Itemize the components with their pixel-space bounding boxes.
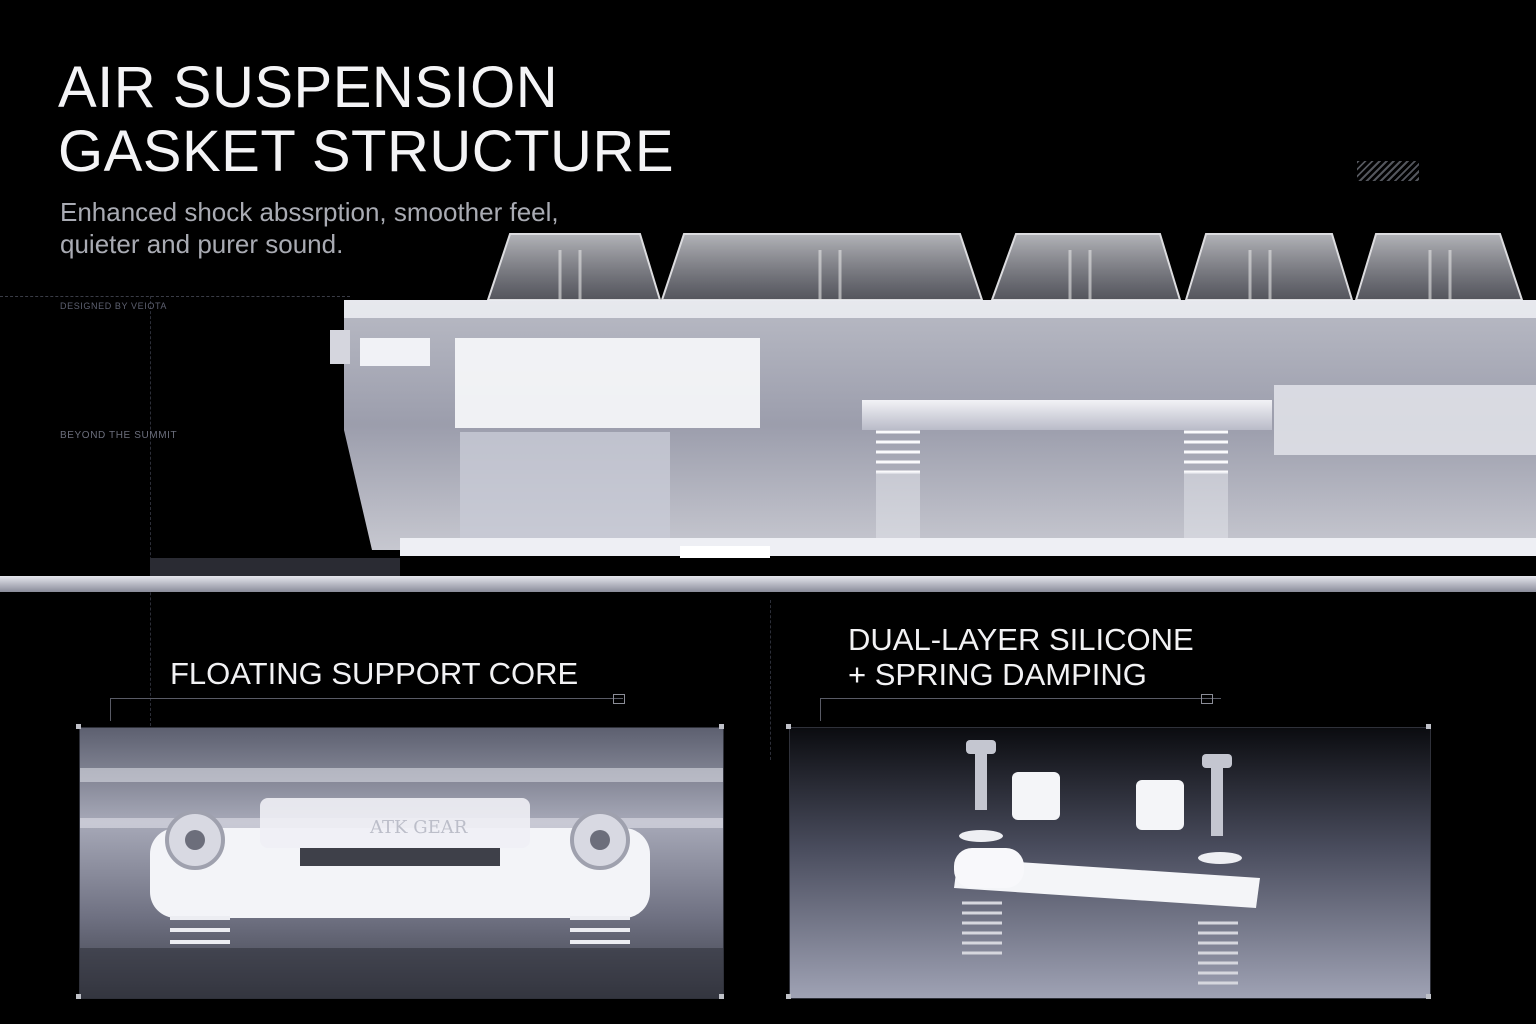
guide-line-horizontal [0,296,350,297]
bracket-corner-icon [110,698,623,721]
hatch-pattern-icon [1357,161,1419,181]
guide-line-vertical-bottom [770,600,771,760]
desk-surface [0,576,1536,592]
engraving-text: ATK GEAR [369,817,468,838]
section-label-floating-support: FLOATING SUPPORT CORE [170,656,579,691]
tagline-text: BEYOND THE SUMMIT [60,430,178,441]
section-label-dual-layer: DUAL-LAYER SILICONE + SPRING DAMPING [848,622,1194,692]
panel-corner-marker [719,994,724,999]
panel-corner-marker [786,724,791,729]
section-label-line-1: DUAL-LAYER SILICONE [848,622,1194,657]
section-label-line-2: + SPRING DAMPING [848,657,1147,692]
panel-corner-marker [1426,994,1431,999]
guide-line-vertical [150,296,151,726]
title-line-1: AIR SUSPENSION [58,55,559,120]
title-line-2: GASKET STRUCTURE [58,119,675,184]
bracket-corner-icon [820,698,1221,721]
page-title: AIR SUSPENSION GASKET STRUCTURE [58,56,674,184]
designed-by-text: DESIGNED BY VEIOTA [60,301,167,311]
panel-corner-marker [719,724,724,729]
springs [876,430,1228,474]
panel-corner-marker [76,724,81,729]
floating-support-core-illustration: ATK GEAR [80,728,723,998]
panel-corner-marker [1426,724,1431,729]
panel-corner-marker [786,994,791,999]
spring-damping-exploded-illustration [790,728,1430,998]
tick-marker [1201,694,1213,704]
spring-damping-panel [789,727,1431,999]
subtitle-line-1: Enhanced shock abssrption, smoother feel… [60,197,559,227]
page-subtitle: Enhanced shock abssrption, smoother feel… [60,196,559,260]
tick-marker [613,694,625,704]
keyboard-cutaway-illustration [0,233,1536,592]
panel-corner-marker [76,994,81,999]
keycaps [486,233,1524,301]
subtitle-line-2: quieter and purer sound. [60,229,344,259]
floating-support-core-panel: ATK GEAR [79,727,724,999]
